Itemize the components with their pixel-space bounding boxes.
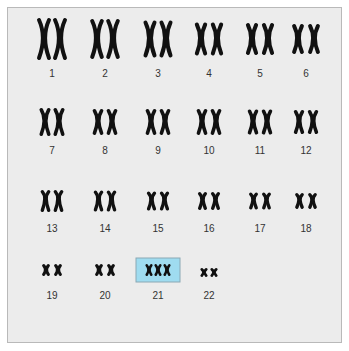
chromatid xyxy=(46,192,48,211)
chromatid xyxy=(161,111,164,133)
highlight-box xyxy=(136,258,180,282)
chromatid xyxy=(300,112,303,132)
chromatid xyxy=(114,21,118,57)
chromatid xyxy=(296,112,299,132)
chromatid xyxy=(147,111,150,133)
chromatid xyxy=(310,26,313,52)
chromatid xyxy=(253,25,256,53)
chromatid xyxy=(299,26,302,52)
chromosome-number: 5 xyxy=(240,68,280,80)
chromatid xyxy=(47,266,49,275)
chromatid xyxy=(98,21,102,57)
chromatid xyxy=(315,26,318,52)
chromosome-number: 15 xyxy=(138,223,178,235)
chromatid xyxy=(94,111,97,133)
chromatid xyxy=(55,110,58,134)
chromatid xyxy=(108,192,110,210)
chromatid xyxy=(314,112,317,132)
chromatid xyxy=(42,192,44,211)
chromosome-number: 1 xyxy=(32,68,72,80)
chromosome-number: 8 xyxy=(85,145,125,157)
chromatid xyxy=(150,265,152,274)
chromatid xyxy=(217,111,220,133)
chromatid xyxy=(100,266,102,275)
chromatid xyxy=(159,265,161,274)
chromatid xyxy=(59,266,61,275)
chromatid xyxy=(250,111,253,132)
chromosome-number: 11 xyxy=(240,145,280,157)
chromatid xyxy=(61,20,65,58)
chromatid xyxy=(113,111,116,133)
chromatid xyxy=(167,23,171,56)
chromatid xyxy=(162,193,164,209)
chromatid xyxy=(197,25,200,54)
chromatid xyxy=(203,111,206,133)
chromatid xyxy=(269,25,272,53)
chromatid xyxy=(99,192,101,210)
chromatid xyxy=(112,266,114,275)
chromatid xyxy=(218,25,221,54)
chromatid xyxy=(203,194,205,209)
chromatid xyxy=(95,192,97,210)
chromosome-number: 7 xyxy=(32,145,72,157)
chromatid xyxy=(152,193,154,209)
chromosome-number: 22 xyxy=(189,290,229,302)
chromatid xyxy=(198,111,201,133)
chromosome-number: 12 xyxy=(286,145,326,157)
chromatid xyxy=(300,195,302,208)
chromosome-number: 6 xyxy=(286,68,326,80)
chromatid xyxy=(41,110,44,134)
chromatid xyxy=(108,111,111,133)
chromatid xyxy=(264,25,267,53)
chromatid xyxy=(254,111,257,132)
chromatid xyxy=(166,111,169,133)
chromatid xyxy=(202,25,205,54)
chromatid xyxy=(213,25,216,54)
chromosome-number: 16 xyxy=(189,223,229,235)
chromatid xyxy=(165,193,167,209)
chromosome-number: 19 xyxy=(32,290,72,302)
chromosome-number: 20 xyxy=(85,290,125,302)
chromosome-number: 9 xyxy=(138,145,178,157)
chromatid xyxy=(99,111,102,133)
chromatid xyxy=(92,21,96,57)
chromatid xyxy=(204,269,206,275)
chromatid xyxy=(254,194,256,208)
chromosome-number: 10 xyxy=(189,145,229,157)
chromatid xyxy=(60,110,63,134)
chromatid xyxy=(268,111,271,132)
chromatid xyxy=(248,25,251,53)
chromatid xyxy=(152,111,155,133)
chromatid xyxy=(168,265,170,274)
chromatid xyxy=(151,23,155,56)
chromatid xyxy=(45,20,49,58)
chromatid xyxy=(216,194,218,209)
chromatid xyxy=(310,112,313,132)
chromosome-number: 21 xyxy=(138,290,178,302)
chromatid xyxy=(55,20,59,58)
chromatid xyxy=(161,23,165,56)
chromatid xyxy=(212,111,215,133)
chromatid xyxy=(294,26,297,52)
chromosome-number: 13 xyxy=(32,223,72,235)
chromatid xyxy=(39,20,43,58)
chromatid xyxy=(55,192,57,211)
chromosome-number: 14 xyxy=(85,223,125,235)
chromosome-number: 2 xyxy=(85,68,125,80)
chromatid xyxy=(214,269,216,275)
chromosome-number: 18 xyxy=(286,223,326,235)
chromatid xyxy=(149,193,151,209)
chromatid xyxy=(264,111,267,132)
chromatid xyxy=(59,192,61,211)
chromatid xyxy=(112,192,114,210)
chromatid xyxy=(313,195,315,208)
chromatid xyxy=(108,21,112,57)
chromatid xyxy=(46,110,49,134)
chromatid xyxy=(267,194,269,208)
chromosome-number: 17 xyxy=(240,223,280,235)
chromosome-number: 4 xyxy=(189,68,229,80)
chromosome-number: 3 xyxy=(138,68,178,80)
chromatid xyxy=(145,23,149,56)
